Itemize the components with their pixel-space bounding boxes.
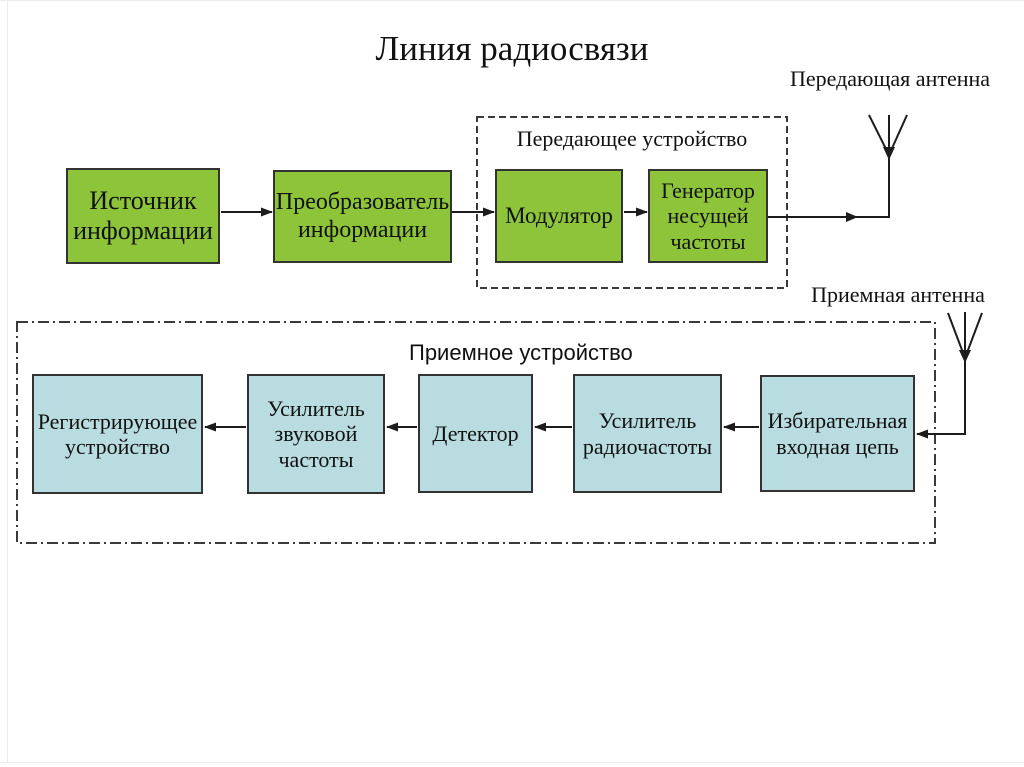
receiver-group-outline bbox=[16, 321, 936, 544]
page-edge-top bbox=[0, 0, 1024, 1]
receiver-group-label: Приемное устройство bbox=[409, 340, 633, 365]
diagram-title: Линия радиосвязи bbox=[375, 29, 649, 68]
block-information-source: Источник информации bbox=[66, 168, 220, 264]
page-edge-left bbox=[7, 0, 8, 763]
block-selective-input-circuit: Избирательная входная цепь bbox=[760, 375, 915, 492]
block-carrier-generator: Генератор несущей частоты bbox=[648, 169, 768, 263]
block-modulator: Модулятор bbox=[495, 169, 623, 263]
block-detector: Детектор bbox=[418, 374, 533, 493]
transmitter-group-label: Передающее устройство bbox=[516, 126, 748, 151]
transmitting-antenna-label: Передающая антенна bbox=[789, 66, 991, 91]
receiving-antenna-label: Приемная антенна bbox=[811, 282, 985, 307]
block-recording-device: Регистрирующее устройство bbox=[32, 374, 203, 494]
transmitting-antenna-icon bbox=[868, 114, 908, 160]
block-rf-amplifier: Усилитель радиочастоты bbox=[573, 374, 722, 493]
page-edge-bottom bbox=[0, 762, 1024, 763]
transmitter-group-outline bbox=[476, 116, 788, 289]
block-audio-frequency-amplifier: Усилитель звуковой частоты bbox=[247, 374, 385, 494]
arrow-antenna-to-selective-input bbox=[916, 312, 966, 439]
block-information-converter: Преобразователь информации bbox=[273, 170, 452, 263]
